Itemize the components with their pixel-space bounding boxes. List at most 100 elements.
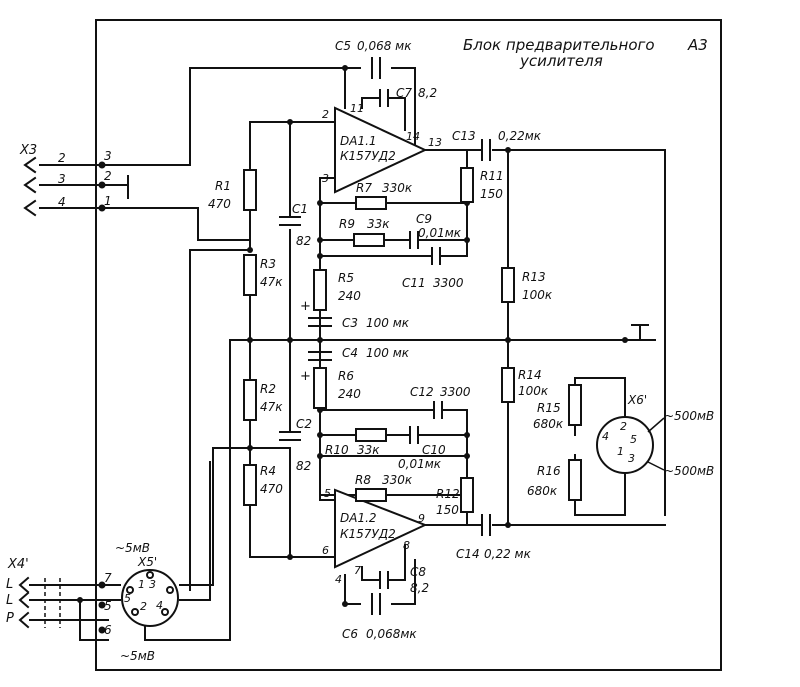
resistor-r6: R6 240 [313,367,361,409]
junction-dots [77,65,628,634]
r13-ref: R13 [522,270,546,284]
c11-value: 3300 [433,276,464,290]
capacitor-c6: C6 0,068мк [342,593,417,641]
x6-pin-5: 5 [630,433,637,446]
r15-value: 680к [533,417,564,431]
resistor-r3: R3 47к [243,254,283,296]
x3-right-pin-2: 2 [104,169,112,183]
capacitor-c10: C10 0,01мк [398,426,446,471]
x5-level-bottom: ~5мВ [120,649,155,663]
resistor-r9: R9 33к [339,217,390,247]
capacitor-c8: C8 8,2 [379,565,429,595]
capacitor-c3: + C3 100 мк [300,299,410,330]
block-frame [95,19,722,671]
x3-left-pin-2: 2 [58,151,66,165]
c1-ref: C1 [292,202,308,216]
x5-level-top: ~5мВ [115,541,150,555]
x6-level-top: ~500мВ [664,409,714,423]
opamp-da1-2: DA1.2 К157УД2 6 5 9 7 8 4 [322,487,428,586]
opamp-da1-1-name: DA1.1 [340,134,377,148]
c9-value: 0,01мк [418,226,462,240]
x4-pin-7: 7 [104,571,112,585]
connector-x4: X4' L L P 7 5 6 [6,557,112,637]
r5-value: 240 [338,289,361,303]
opamp-da1-1-pin-11: 11 [350,102,364,115]
opamp-da1-2-name: DA1.2 [340,511,377,525]
x5-pin-3: 3 [149,578,156,591]
r9-ref: R9 [339,217,355,231]
capacitor-c5: C5 0,068 мк [335,39,412,79]
r7-value: 330к [382,181,413,195]
x5-pin-1: 1 [138,578,145,591]
r12-ref: R12 [436,487,460,501]
c4-ref: C4 [342,346,358,360]
r3-ref: R3 [260,257,276,271]
r12-value: 150 [436,503,459,517]
x4-line-l2: L [6,593,13,608]
resistor-r11: R11 150 [460,167,504,203]
c12-value: 3300 [440,385,471,399]
c10-value: 0,01мк [398,457,442,471]
resistor-r14: R14 100к [501,367,549,403]
c4-value: 100 мк [366,346,410,360]
x5-pin-2: 2 [140,600,147,613]
r15-ref: R15 [537,401,561,415]
r2-ref: R2 [260,382,276,396]
capacitor-c9: C9 0,01мк [409,212,462,249]
c6-ref: C6 [342,627,358,641]
c13-value: 0,22мк [498,129,542,143]
x4-pin-5: 5 [104,599,112,613]
resistor-r10: R10 33к [325,428,387,457]
connector-x6: X6' 2 5 4 1 3 ~500мВ ~500мВ [596,393,714,478]
r6-ref: R6 [338,369,354,383]
resistor-r5: R5 240 [313,269,361,311]
r10-ref: R10 [325,443,349,457]
resistor-r13: R13 100к [501,267,553,303]
resistor-r8: R8 330к [355,473,413,502]
x6-level-bottom: ~500мВ [664,464,714,478]
capacitor-c7: C7 8,2 [379,86,437,107]
opamp-da1-2-pin-4: 4 [335,573,342,586]
c9-ref: C9 [416,212,432,226]
c5-value: 0,068 мк [357,39,412,53]
block-title-line1: Блок предварительного [463,36,655,54]
c14-ref: C14 [456,547,480,561]
opamp-da1-1-pin-14: 14 [406,130,420,143]
x4-pin-6: 6 [104,623,112,637]
capacitor-c2: C2 82 [279,417,312,473]
r5-ref: R5 [338,271,354,285]
resistor-r15: R15 680к [533,384,582,431]
r16-value: 680к [527,484,558,498]
block-ref: A3 [687,36,708,54]
r4-ref: R4 [260,464,276,478]
resistor-r1: R1 470 [208,169,257,211]
capacitor-c13: C13 0,22мк [452,129,542,161]
opamp-da1-2-pin-6: 6 [322,544,329,557]
opamp-da1-1-pin-3: 3 [322,172,329,185]
opamp-da1-1: DA1.1 К157УД2 2 3 13 11 14 [322,102,442,194]
c11-ref: C11 [402,276,426,290]
resistor-r4: R4 470 [243,464,283,506]
c14-value: 0,22 мк [484,547,532,561]
capacitor-c11: C11 3300 [402,247,464,290]
opamp-da1-2-pin-5: 5 [324,487,331,500]
x3-name: X3 [19,143,37,158]
c8-value: 8,2 [410,581,429,595]
capacitor-c4: + C4 100 мк [300,346,410,384]
r2-value: 47к [260,400,283,414]
opamp-da1-1-pin-13: 13 [428,136,442,149]
resistor-r2: R2 47к [243,379,283,421]
x4-name: X4' [7,557,29,572]
r11-ref: R11 [480,169,504,183]
c3-ref: C3 [342,316,358,330]
x6-pin-1: 1 [617,445,624,458]
connector-x5: ~5мВ X5' 1 3 4 2 5 ~5мВ [115,541,179,663]
c3-value: 100 мк [366,316,410,330]
capacitor-c1: C1 82 [279,202,311,248]
r11-value: 150 [480,187,503,201]
r1-ref: R1 [215,179,231,193]
r4-value: 470 [260,482,283,496]
x5-name: X5' [137,555,157,569]
r8-value: 330к [382,473,413,487]
wires [29,67,666,641]
